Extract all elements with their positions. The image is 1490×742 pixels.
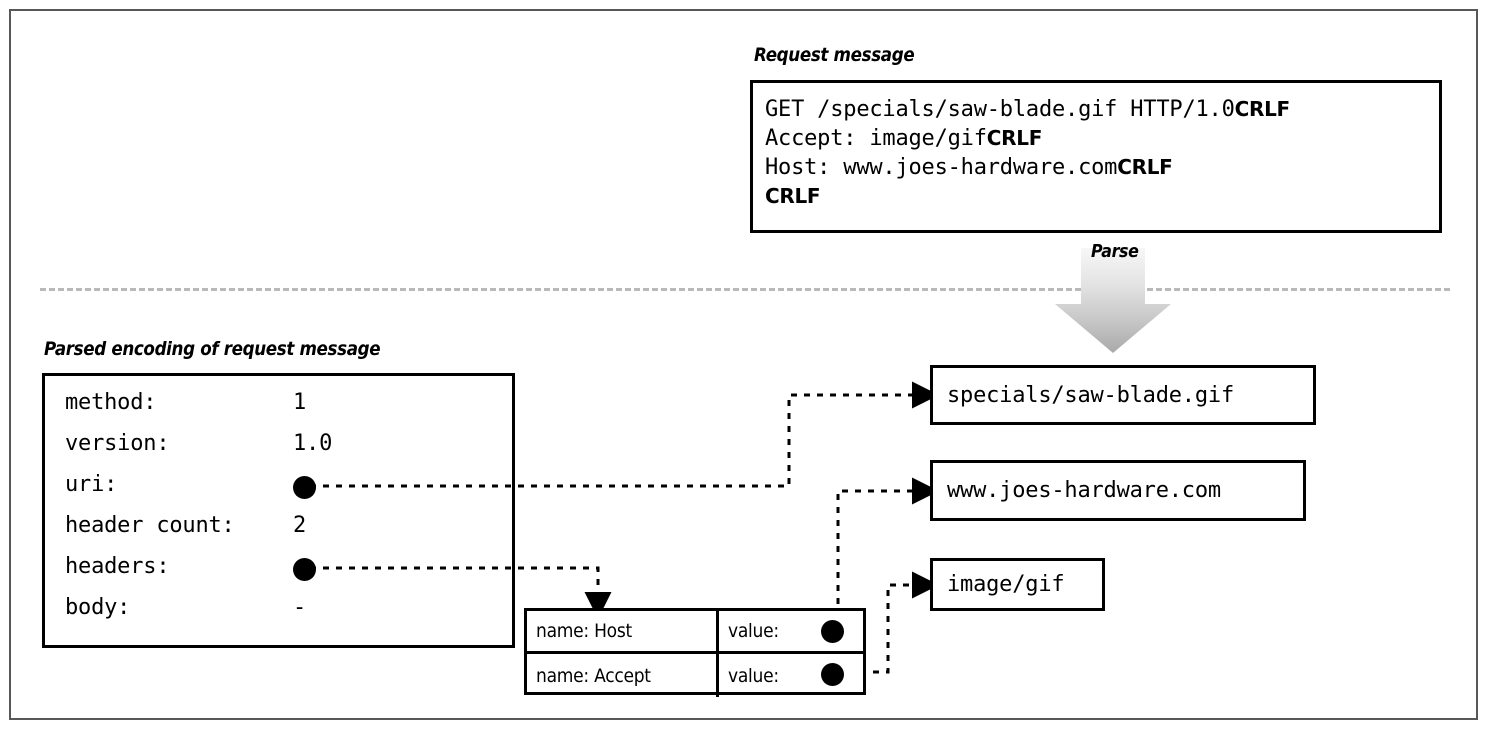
field-key-method: method:: [65, 390, 157, 415]
request-line-1-text: Accept: image/gif: [765, 126, 987, 151]
field-row-body: body: -: [65, 595, 505, 635]
header-value-cell-host: value:: [719, 611, 863, 651]
header-name-label-host: name: Host: [536, 620, 632, 642]
request-line-2: Host: www.joes-hardware.comCRLF: [765, 153, 1439, 182]
field-row-uri: uri:: [65, 472, 505, 512]
request-line-1: Accept: image/gifCRLF: [765, 124, 1439, 153]
value-box-host-text: www.joes-hardware.com: [947, 478, 1221, 503]
request-line-3-crlf: CRLF: [765, 184, 821, 208]
field-key-headers: headers:: [65, 554, 170, 579]
parse-label: Parse: [1091, 241, 1139, 262]
field-key-version: version:: [65, 431, 170, 456]
request-message-caption: Request message: [754, 44, 915, 66]
value-box-uri: specials/saw-blade.gif: [930, 365, 1316, 425]
parsed-encoding-box: method: 1 version: 1.0 uri: header count…: [42, 373, 515, 648]
value-box-accept: image/gif: [930, 558, 1105, 611]
header-value-label-accept: value:: [728, 664, 779, 687]
field-row-version: version: 1.0: [65, 431, 505, 471]
table-row: name: Host value:: [527, 611, 863, 654]
field-key-body: body:: [65, 595, 131, 620]
request-line-0-crlf: CRLF: [1234, 97, 1291, 121]
field-value-header-count: 2: [293, 513, 307, 538]
header-name-label-accept: name: Accept: [536, 664, 651, 687]
request-line-1-crlf: CRLF: [986, 126, 1043, 150]
header-value-cell-accept: value:: [719, 654, 863, 697]
value-box-uri-text: specials/saw-blade.gif: [947, 382, 1234, 408]
field-value-body: -: [293, 595, 307, 620]
request-line-2-text: Host: www.joes-hardware.com: [765, 155, 1118, 180]
value-box-accept-text: image/gif: [947, 572, 1065, 597]
header-name-cell-accept: name: Accept: [527, 654, 719, 697]
section-divider: [40, 288, 1450, 291]
field-row-header-count: header count: 2: [65, 513, 505, 553]
request-line-3: CRLF: [765, 182, 1439, 211]
request-message-box: GET /specials/saw-blade.gif HTTP/1.0CRLF…: [750, 80, 1442, 233]
host-value-pointer-dot: [821, 620, 844, 643]
table-row: name: Accept value:: [527, 654, 863, 697]
field-value-method: 1: [293, 390, 307, 415]
request-line-0: GET /specials/saw-blade.gif HTTP/1.0CRLF: [765, 95, 1439, 124]
request-line-2-crlf: CRLF: [1117, 155, 1173, 179]
header-value-label-host: value:: [728, 620, 779, 642]
uri-pointer-dot: [293, 476, 316, 499]
request-line-0-text: GET /specials/saw-blade.gif HTTP/1.0: [765, 97, 1235, 122]
field-row-method: method: 1: [65, 390, 505, 430]
value-box-host: www.joes-hardware.com: [930, 460, 1306, 521]
accept-value-pointer-dot: [821, 663, 844, 686]
parse-arrow-icon: [1055, 248, 1171, 353]
field-value-version: 1.0: [293, 431, 333, 456]
headers-table: name: Host value: name: Accept value:: [524, 608, 866, 697]
field-key-header-count: header count:: [65, 513, 235, 538]
headers-pointer-dot: [293, 558, 316, 581]
parsed-encoding-caption: Parsed encoding of request message: [44, 338, 381, 360]
header-name-cell-host: name: Host: [527, 611, 719, 651]
field-row-headers: headers:: [65, 554, 505, 594]
field-key-uri: uri:: [65, 472, 118, 497]
